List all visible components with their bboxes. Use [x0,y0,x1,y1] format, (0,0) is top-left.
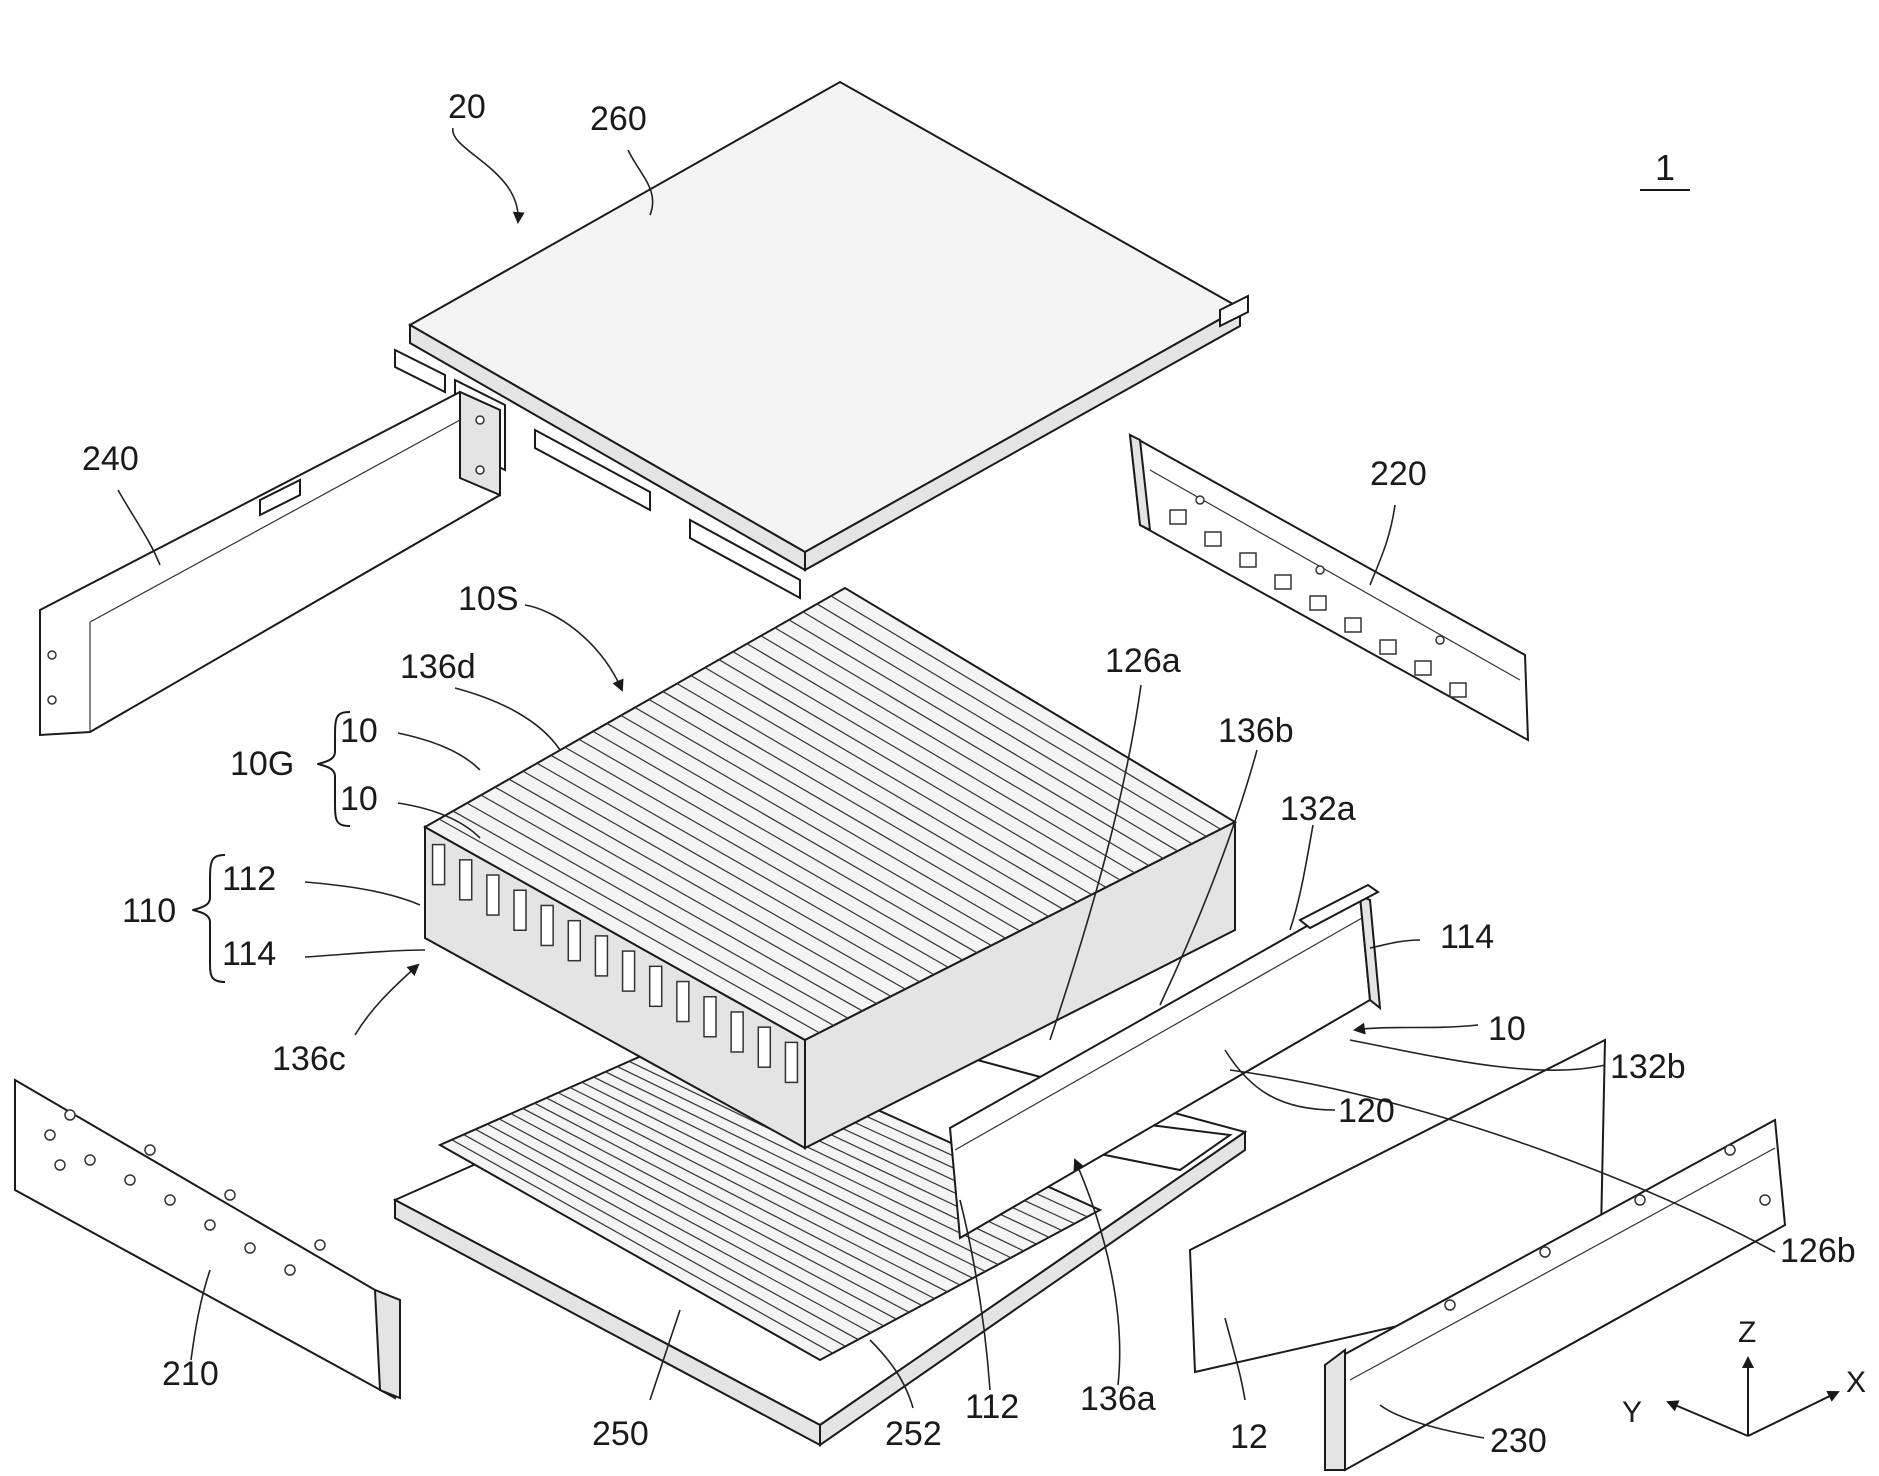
label-132a: 132a [1280,790,1356,828]
cell-terminal-tab [677,982,689,1022]
axis-label-y: Y [1622,1396,1642,1429]
cell-terminal-tab [650,966,662,1006]
mounting-hole [45,1130,55,1140]
cell-terminal-tab [460,860,472,900]
mounting-hole [205,1220,215,1230]
top-cover-260 [395,82,1248,598]
label-250: 250 [592,1415,649,1453]
side-panel-220 [1130,435,1528,740]
label-120: 120 [1338,1092,1395,1130]
mounting-hole [315,1240,325,1250]
mounting-hole [245,1243,255,1253]
label-112-lower: 112 [965,1388,1019,1426]
mounting-hole [285,1265,295,1275]
mounting-hole [225,1190,235,1200]
label-136d: 136d [400,648,476,686]
label-230: 230 [1490,1422,1547,1460]
label-12: 12 [1230,1418,1268,1456]
label-132b: 132b [1610,1048,1686,1086]
label-assembly-1: 1 [1655,147,1675,188]
cell-terminal-tab [595,936,607,976]
label-10g: 10G [230,745,294,783]
mounting-hole [85,1155,95,1165]
cell-terminal-tab [433,845,445,885]
label-136a: 136a [1080,1380,1156,1418]
cell-terminal-tab [731,1012,743,1052]
label-240: 240 [82,440,139,478]
label-252: 252 [885,1415,942,1453]
mounting-hole [145,1145,155,1155]
cell-terminal-tab [785,1042,797,1082]
mounting-hole [125,1175,135,1185]
label-260: 260 [590,100,647,138]
cell-terminal-tab [758,1027,770,1067]
label-126b: 126b [1780,1232,1856,1270]
label-220: 220 [1370,455,1427,493]
end-plate-210 [15,1080,400,1398]
label-20: 20 [448,88,486,126]
label-126a: 126a [1105,642,1181,680]
cell-terminal-tab [541,905,553,945]
axis-label-z: Z [1738,1316,1756,1349]
label-110: 110 [122,892,176,930]
mounting-hole [165,1195,175,1205]
label-10-upper: 10 [340,712,378,750]
mounting-hole [65,1110,75,1120]
brace-110 [193,855,225,982]
axis-triad [1668,1358,1838,1436]
cell-terminal-tab [704,997,716,1037]
axis-label-x: X [1846,1366,1866,1399]
label-10-single: 10 [1488,1010,1526,1048]
cell-terminal-tab [514,890,526,930]
label-10-lower: 10 [340,780,378,818]
label-114-left: 114 [222,935,276,973]
cell-terminal-tab [623,951,635,991]
label-114-right: 114 [1440,918,1494,956]
label-10s: 10S [458,580,519,618]
label-136c: 136c [272,1040,346,1078]
cell-terminal-tab [487,875,499,915]
label-210: 210 [162,1355,219,1393]
cell-terminal-tab [568,921,580,961]
label-136b: 136b [1218,712,1294,750]
label-112-upper: 112 [222,860,276,898]
mounting-hole [55,1160,65,1170]
